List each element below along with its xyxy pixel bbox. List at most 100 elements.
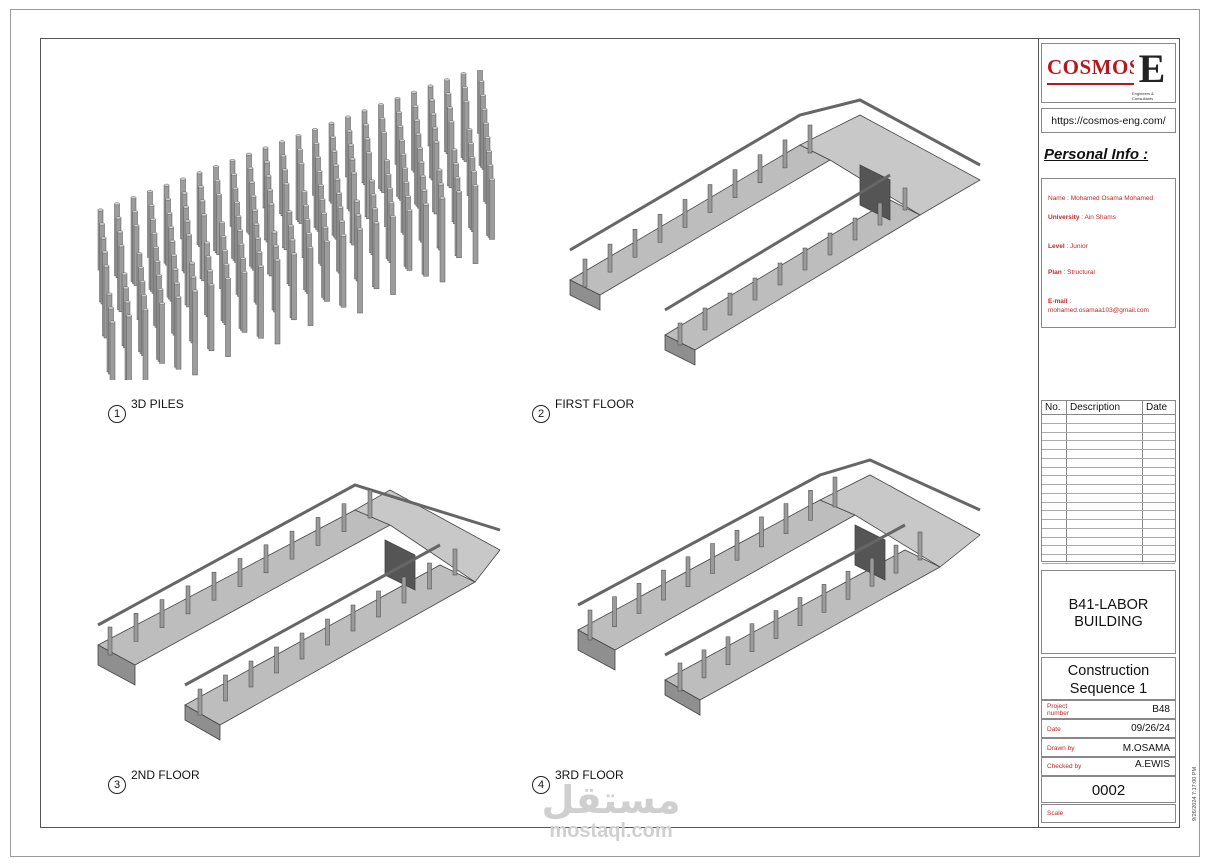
column xyxy=(802,247,808,271)
date-label: Date xyxy=(1047,726,1061,733)
view-label-4: 4 3RD FLOOR xyxy=(532,768,624,794)
logo-text: COSMOS xyxy=(1047,55,1142,79)
frame-top-south xyxy=(664,523,906,657)
frame-top-north xyxy=(577,458,981,607)
column xyxy=(869,557,875,587)
column xyxy=(752,277,758,301)
column xyxy=(710,543,715,574)
column xyxy=(845,571,851,600)
column xyxy=(657,214,663,243)
column xyxy=(341,503,347,532)
level-label: Level xyxy=(1048,243,1065,250)
revision-row xyxy=(1042,466,1175,468)
column xyxy=(607,243,613,273)
sheet-title-box: Construction Sequence 1 xyxy=(1041,657,1176,700)
view-title: 2ND FLOOR xyxy=(131,768,200,782)
frame-top-north xyxy=(97,483,501,627)
scale-label: Scale xyxy=(1047,810,1064,817)
view-number-bubble: 3 xyxy=(108,776,126,794)
column xyxy=(734,529,740,561)
print-stamp: 9/26/2024 7:17:00 PM xyxy=(1187,762,1203,824)
pile xyxy=(324,239,330,302)
pile xyxy=(126,314,132,380)
project-number-field: Project number B48 xyxy=(1041,700,1176,719)
logo-subtitle: Engineers & Consultants xyxy=(1132,91,1154,101)
view-label-1: 1 3D PILES xyxy=(108,397,184,423)
pile xyxy=(472,184,479,264)
column xyxy=(376,590,381,618)
project-title-line1: B41-LABOR xyxy=(1068,597,1149,613)
slab-wing-south-side xyxy=(184,704,221,741)
column xyxy=(757,154,763,184)
title-block xyxy=(1038,38,1180,828)
plan-row: Plan : Structural xyxy=(1048,268,1095,277)
second-floor-view xyxy=(97,483,501,741)
column xyxy=(773,610,779,639)
pile xyxy=(175,295,182,370)
first-floor-columns xyxy=(582,124,908,346)
column xyxy=(350,604,356,632)
column xyxy=(223,674,228,702)
view-title: 3RD FLOOR xyxy=(555,768,624,782)
third-floor-model xyxy=(577,458,981,716)
column xyxy=(367,489,373,519)
name-row: Name : Mohamed Osama Mohamed xyxy=(1048,194,1153,203)
column xyxy=(677,662,683,692)
drawn-by-label: Drawn by xyxy=(1047,745,1075,752)
project-number-label: Project number xyxy=(1047,703,1070,717)
pile xyxy=(142,308,149,380)
column xyxy=(237,558,243,587)
pile xyxy=(423,202,429,277)
revision-row xyxy=(1042,449,1175,451)
piles-view xyxy=(97,70,495,380)
drawn-by-field: Drawn by M.OSAMA xyxy=(1041,738,1176,757)
column xyxy=(808,490,813,521)
column xyxy=(797,597,803,626)
first-floor-model xyxy=(569,98,981,366)
revision-row xyxy=(1042,519,1175,521)
column xyxy=(632,228,638,258)
pile xyxy=(225,277,231,357)
column xyxy=(727,292,733,316)
third-floor-columns xyxy=(587,476,923,692)
name-value: Mohamed Osama Mohamed xyxy=(1070,195,1154,202)
scale-field: Scale xyxy=(1041,804,1176,823)
revision-row xyxy=(1042,422,1175,424)
plan-label: Plan xyxy=(1048,269,1062,276)
column xyxy=(248,660,254,688)
column xyxy=(107,626,113,656)
column xyxy=(159,599,165,628)
rev-col-date: Date xyxy=(1146,402,1168,413)
pile xyxy=(307,246,314,326)
project-title-line2: BUILDING xyxy=(1074,614,1143,630)
pile xyxy=(109,320,116,380)
revision-table-header: No. Description Date xyxy=(1042,401,1175,415)
university-label: University xyxy=(1048,214,1080,221)
date-value: 09/26/24 xyxy=(1131,723,1170,734)
column xyxy=(701,649,707,679)
revision-row xyxy=(1042,563,1175,564)
revision-table: No. Description Date xyxy=(1041,400,1176,564)
pile xyxy=(274,258,281,345)
column xyxy=(274,646,279,674)
column xyxy=(893,544,899,574)
sheet-number: 0002 xyxy=(1041,776,1176,803)
column xyxy=(612,596,617,627)
pile xyxy=(241,270,248,333)
logo-underline xyxy=(1047,83,1137,85)
email-value[interactable]: mohamed.osamaa103@gmail.com xyxy=(1048,307,1149,314)
view-number-bubble: 2 xyxy=(532,405,550,423)
column xyxy=(902,187,908,211)
pile xyxy=(489,178,495,240)
column xyxy=(782,139,788,169)
company-url[interactable]: https://cosmos-eng.com/ xyxy=(1051,115,1166,127)
column xyxy=(587,609,593,641)
slab-wing-north-side xyxy=(577,629,616,671)
pile xyxy=(439,196,446,283)
pile xyxy=(406,208,413,271)
revision-row xyxy=(1042,492,1175,494)
revision-row xyxy=(1042,510,1175,512)
revision-row xyxy=(1042,484,1175,486)
column xyxy=(917,531,923,561)
plan-value: : Structural xyxy=(1063,269,1095,276)
